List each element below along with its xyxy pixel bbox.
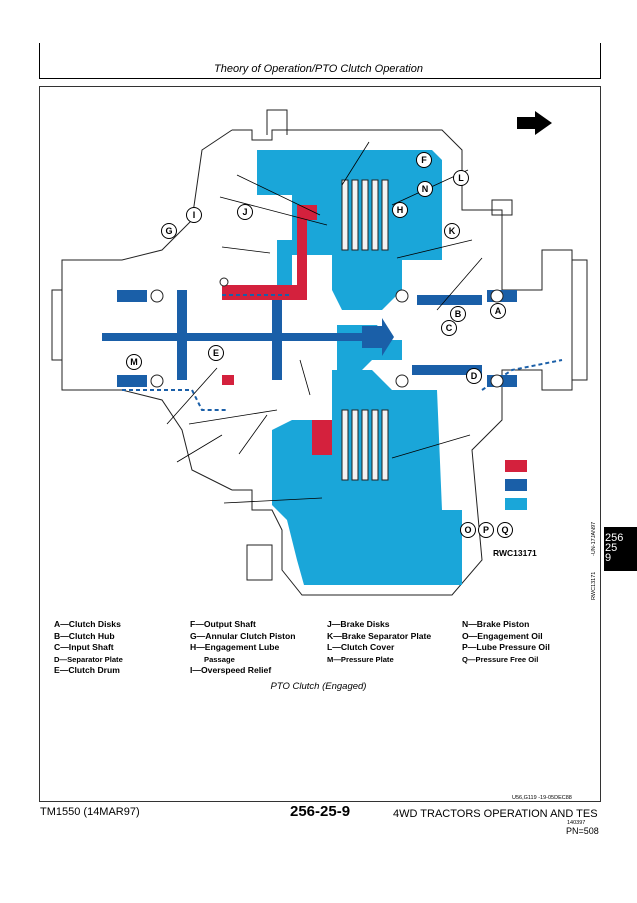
callout-e: E: [208, 345, 224, 361]
legend-item: M—Pressure Plate: [327, 654, 394, 664]
lube-pressure-oil-paths: [102, 290, 517, 387]
color-key-swatch-engagement-oil: [505, 460, 527, 472]
callout-d: D: [466, 368, 482, 384]
section-title: Theory of Operation/PTO Clutch Operation: [214, 63, 423, 75]
image-code-label: RWC13171: [493, 548, 537, 558]
legend-item: A—Clutch Disks: [54, 619, 121, 629]
header-bottom-rule: [39, 78, 601, 79]
legend-column-2: F—Output Shaft G—Annular Clutch Piston H…: [190, 619, 296, 677]
color-key-callout-p: P: [478, 522, 494, 538]
engagement-oil-paths: [222, 205, 332, 455]
section-tab: 256 25 9: [604, 527, 637, 571]
legend-item: L—Clutch Cover: [327, 642, 395, 652]
footer-code: 140397: [567, 820, 586, 826]
header-right-rule: [600, 43, 601, 78]
color-key-swatch-lube-pressure-oil: [505, 479, 527, 491]
legend-item: J—Brake Disks: [327, 619, 390, 629]
vertical-image-code: RWC13171: [591, 571, 597, 600]
vertical-date-code: -UN-17JAN97: [591, 521, 597, 556]
clutch-disk-pack: [341, 179, 389, 481]
legend-item: G—Annular Clutch Piston: [190, 630, 296, 641]
legend-item: B—Clutch Hub: [54, 630, 115, 641]
color-key-callout-q: Q: [497, 522, 513, 538]
legend-item: F—Output Shaft: [190, 619, 256, 629]
bearings: [150, 277, 504, 388]
legend-item: D—Separator Plate: [54, 654, 123, 664]
section-tab-line: 9: [605, 552, 612, 564]
section-tab-line: 25: [605, 542, 618, 554]
legend-item: I—Overspeed Relief: [190, 665, 272, 675]
callout-f: F: [416, 152, 432, 168]
pto-clutch-diagram: [51, 109, 588, 596]
legend-item: P—Lube Pressure Oil: [462, 642, 550, 652]
legend-column-1: A—Clutch Disks B—Clutch Hub C—Input Shaf…: [54, 619, 123, 677]
legend-item: C—Input Shaft: [54, 642, 114, 652]
legend-item: K—Brake Separator Plate: [327, 630, 432, 641]
legend-item: N—Brake Piston: [462, 619, 530, 629]
color-key: [505, 460, 555, 515]
callout-c: C: [441, 320, 457, 336]
callout-a: A: [490, 303, 506, 319]
figure-frame: [39, 86, 601, 802]
legend-column-3: J—Brake Disks K—Brake Separator Plate L—…: [327, 619, 431, 665]
legend-column-4: N—Brake Piston O—Engagement Oil P—Lube P…: [462, 619, 550, 665]
callout-k: K: [444, 223, 460, 239]
callout-g: G: [161, 223, 177, 239]
legend-item: Q—Pressure Free Oil: [462, 654, 539, 664]
figure-caption: PTO Clutch (Engaged): [270, 681, 367, 692]
footer-pn: PN=508: [566, 826, 599, 836]
callout-h: H: [392, 202, 408, 218]
section-tab-line: 256: [605, 532, 624, 544]
callout-l: L: [453, 170, 469, 186]
color-key-swatch-pressure-free-oil: [505, 498, 527, 510]
header-left-rule: [39, 43, 40, 78]
legend-item: O—Engagement Oil: [462, 630, 543, 641]
direction-arrow: [517, 111, 552, 135]
callout-n: N: [417, 181, 433, 197]
callout-i: I: [186, 207, 202, 223]
legend-item: Passage: [204, 654, 235, 664]
figure-reference: U56,G119 -19-05DEC88: [512, 795, 572, 801]
callout-m: M: [126, 354, 142, 370]
footer-manual-title: 4WD TRACTORS OPERATION AND TES: [393, 808, 598, 820]
callout-j: J: [237, 204, 253, 220]
legend-item: H—Engagement Lube: [190, 642, 280, 652]
dashed-lube-lines: [122, 294, 563, 411]
callout-b: B: [450, 306, 466, 322]
footer-manual-id: TM1550 (14MAR97): [40, 806, 140, 818]
legend-item: E—Clutch Drum: [54, 665, 120, 675]
color-key-callout-o: O: [460, 522, 476, 538]
footer-page-number: 256-25-9: [290, 803, 351, 820]
